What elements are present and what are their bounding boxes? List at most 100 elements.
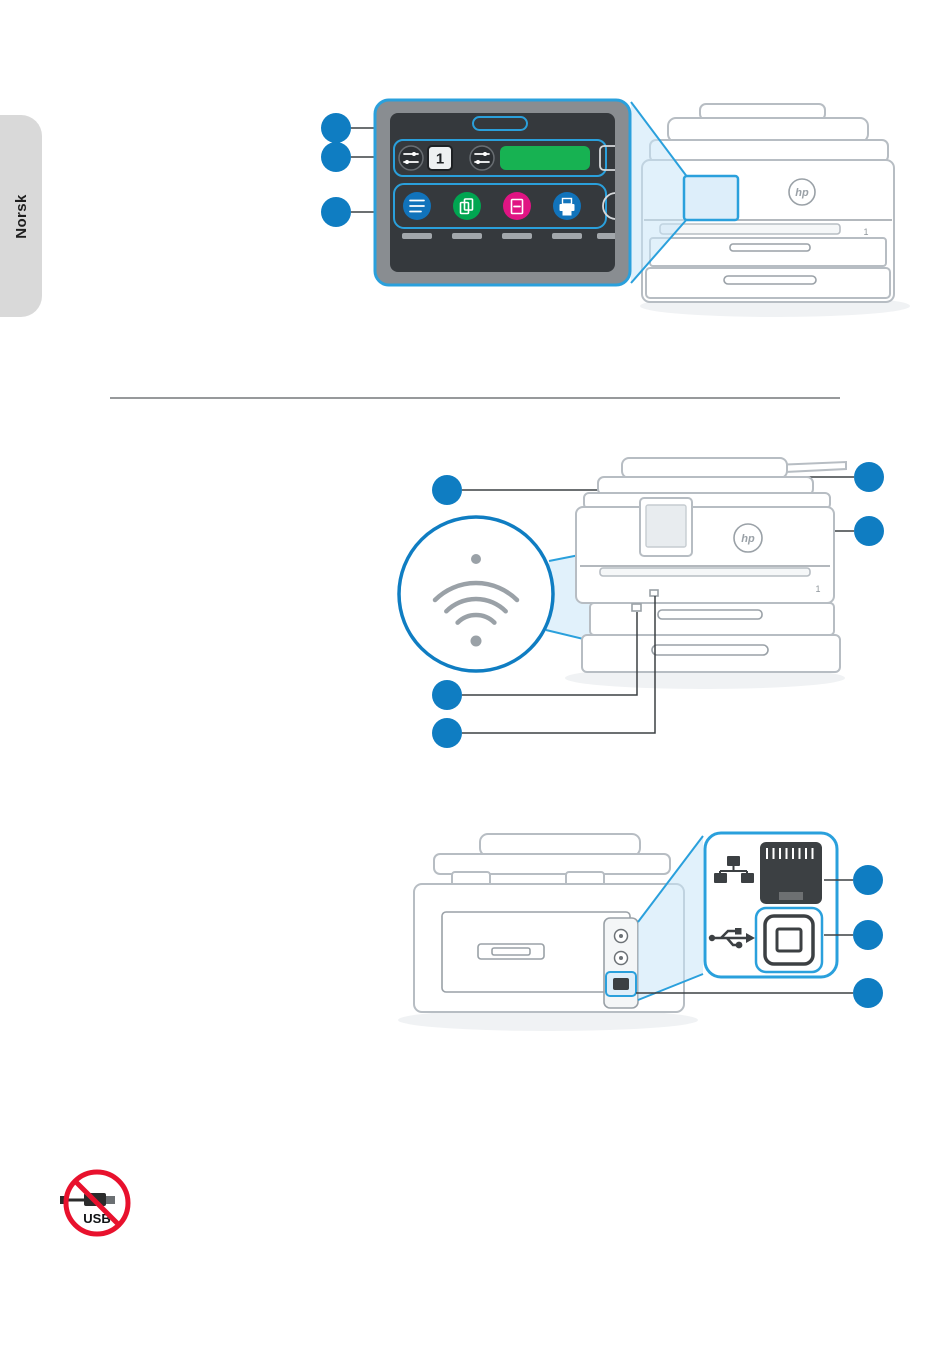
ethernet-rj45-port <box>760 842 822 904</box>
paper-tray-2 <box>581 634 841 673</box>
callout-marker <box>854 516 884 546</box>
usb-b-port <box>754 906 824 974</box>
panel-screen <box>390 113 615 272</box>
cropped-icon <box>602 192 615 220</box>
printer-illustration-front: hp 1 <box>565 457 847 689</box>
paper-tray-2 <box>645 267 891 299</box>
copies-count-box <box>427 145 453 171</box>
cropped-button <box>599 145 615 171</box>
usb-icon <box>708 928 755 949</box>
usb-label: USB <box>83 1211 110 1226</box>
hp-logo-text: hp <box>795 187 809 199</box>
apps-row-highlight <box>393 183 607 229</box>
ports-panel <box>703 831 839 979</box>
usb-plug-tip <box>106 1196 115 1204</box>
wifi-circle <box>397 515 555 673</box>
door-latch <box>491 947 531 956</box>
output-tray <box>599 567 811 577</box>
door-handle <box>477 943 545 960</box>
icon-label-bar <box>402 233 432 239</box>
front-port <box>631 603 642 612</box>
zoom-beam-edge <box>630 101 689 179</box>
paper-tray-1 <box>649 237 887 267</box>
language-tab: Norsk <box>0 115 42 317</box>
scanner-lid <box>649 139 889 163</box>
printer-illustration-back <box>398 833 698 1031</box>
callout-marker <box>321 197 351 227</box>
usb-cable-end <box>60 1196 67 1204</box>
tray-handle <box>723 275 817 285</box>
display-highlight <box>682 174 740 222</box>
scan-icon <box>503 192 531 220</box>
back-view-section <box>398 831 883 1031</box>
status-bar <box>500 146 590 170</box>
copies-count-value: 1 <box>436 151 444 168</box>
printer-body <box>575 506 835 604</box>
scanner-lid <box>433 853 671 875</box>
settings-sliders-icon <box>398 145 424 171</box>
ports-beam-edge <box>637 973 704 1001</box>
ports-beam-edge <box>637 835 704 923</box>
rj45-notch <box>779 892 803 900</box>
adf-body <box>667 117 869 143</box>
front-port <box>649 589 659 597</box>
prohibition-circle <box>63 1169 131 1237</box>
wifi-arc <box>432 580 520 603</box>
hp-logo-text: hp <box>741 533 755 545</box>
no-usb-cable-icon: USB <box>60 1169 131 1237</box>
print-icon <box>553 192 581 220</box>
menu-icon <box>403 192 431 220</box>
front-view-section: hp 1 <box>397 457 884 748</box>
wifi-arc <box>455 612 497 625</box>
callout-marker <box>321 113 351 143</box>
control-panel-zoom: 1 <box>373 98 632 287</box>
ethernet-icon <box>714 856 754 883</box>
callout-marker <box>432 680 462 710</box>
printer-illustration-top: 1 hp <box>640 103 910 317</box>
panel-screen-content: 1 <box>393 116 615 239</box>
icon-label-bar <box>552 233 582 239</box>
callout-marker <box>321 142 351 172</box>
leader-line <box>462 596 656 734</box>
tray-handle <box>651 644 769 656</box>
display-screen <box>645 504 687 548</box>
icon-label-bar <box>597 233 615 239</box>
prohibition-slash <box>73 1179 121 1227</box>
fax-ext-port-pin <box>619 956 623 960</box>
callout-marker <box>432 475 462 505</box>
printer-shadow <box>398 1009 698 1031</box>
wifi-signal-icon <box>397 515 555 673</box>
leader-line <box>462 612 638 696</box>
tray-handle <box>657 609 763 620</box>
zoom-beam <box>631 102 688 283</box>
status-row-highlight <box>393 139 607 177</box>
icon-label-bar <box>502 233 532 239</box>
ports-beam <box>638 836 703 1000</box>
copy-icon <box>453 192 481 220</box>
wifi-dot <box>471 554 481 564</box>
hp-logo <box>788 178 816 206</box>
tray-handle <box>729 243 811 252</box>
callout-marker <box>432 718 462 748</box>
callout-marker <box>853 978 883 1008</box>
settings-sliders-icon <box>469 145 495 171</box>
icon-label-bar <box>452 233 482 239</box>
callout-marker <box>854 462 884 492</box>
tray-number-label: 1 <box>863 227 868 237</box>
adf-top <box>479 833 641 857</box>
tray-number-label: 1 <box>815 584 820 594</box>
hp-logo <box>733 523 763 553</box>
zoom-beam-edge <box>630 217 689 284</box>
status-center-pill <box>472 116 528 131</box>
wifi-arc <box>444 596 508 614</box>
rear-usb-port <box>613 978 629 990</box>
wifi-dot <box>470 635 482 647</box>
callout-marker <box>853 920 883 950</box>
callout-marker <box>853 865 883 895</box>
fax-line-port-pin <box>619 934 623 938</box>
adf-input-tray <box>621 457 788 479</box>
usb-b-highlight <box>754 906 824 974</box>
output-tray <box>659 223 841 235</box>
